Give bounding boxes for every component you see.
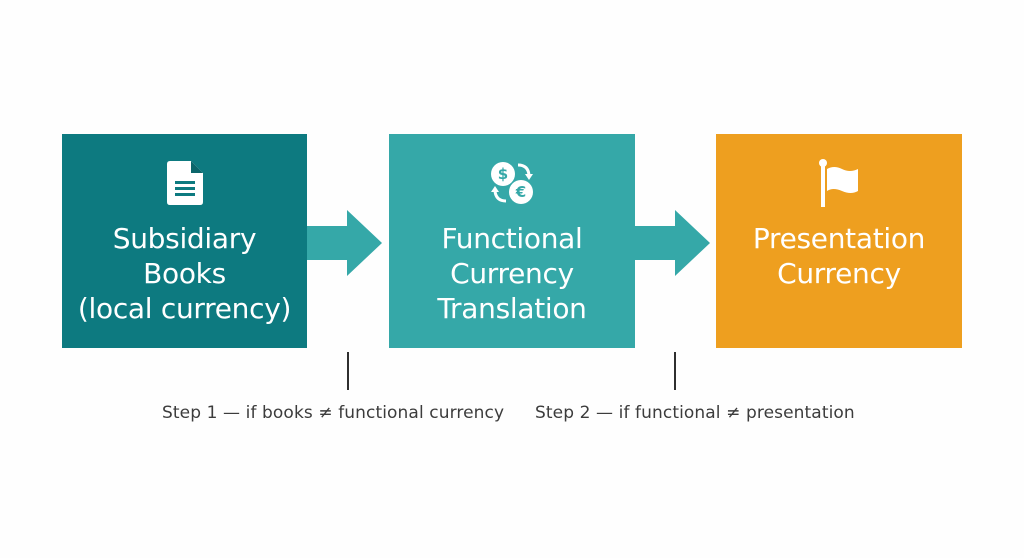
functional-currency-label: Functional Currency Translation	[437, 221, 587, 326]
currency-exchange-icon: $ €	[488, 159, 536, 207]
presentation-currency-label: Presentation Currency	[752, 221, 926, 291]
subsidiary-books-label: Subsidiary Books (local currency)	[78, 221, 291, 326]
box-label-line: Presentation	[752, 222, 926, 255]
flag-icon	[815, 159, 863, 207]
box-label-line: Currency	[777, 257, 901, 290]
box-label-line: (local currency)	[77, 292, 292, 325]
box-label-line: Subsidiary	[112, 222, 257, 255]
document-icon	[161, 159, 209, 207]
functional-currency-box: $ € Functional Currency Translation	[389, 134, 635, 348]
euro-sign: €	[515, 183, 526, 201]
subsidiary-books-box: Subsidiary Books (local currency)	[62, 134, 307, 348]
box-label-line: Translation	[437, 292, 587, 325]
box-label-line: Functional	[441, 222, 583, 255]
dollar-sign: $	[498, 165, 508, 183]
step-2-label: Step 2 — if functional ≠ presentation	[535, 403, 855, 423]
right-arrow-icon	[307, 210, 382, 280]
step-1-marker	[347, 352, 349, 390]
step-2-marker	[674, 352, 676, 390]
right-arrow-icon	[635, 210, 710, 280]
box-label-line: Books	[143, 257, 226, 290]
step-1-label: Step 1 — if books ≠ functional currency	[162, 403, 505, 423]
box-label-line: Currency	[450, 257, 574, 290]
presentation-currency-box: Presentation Currency	[716, 134, 962, 348]
